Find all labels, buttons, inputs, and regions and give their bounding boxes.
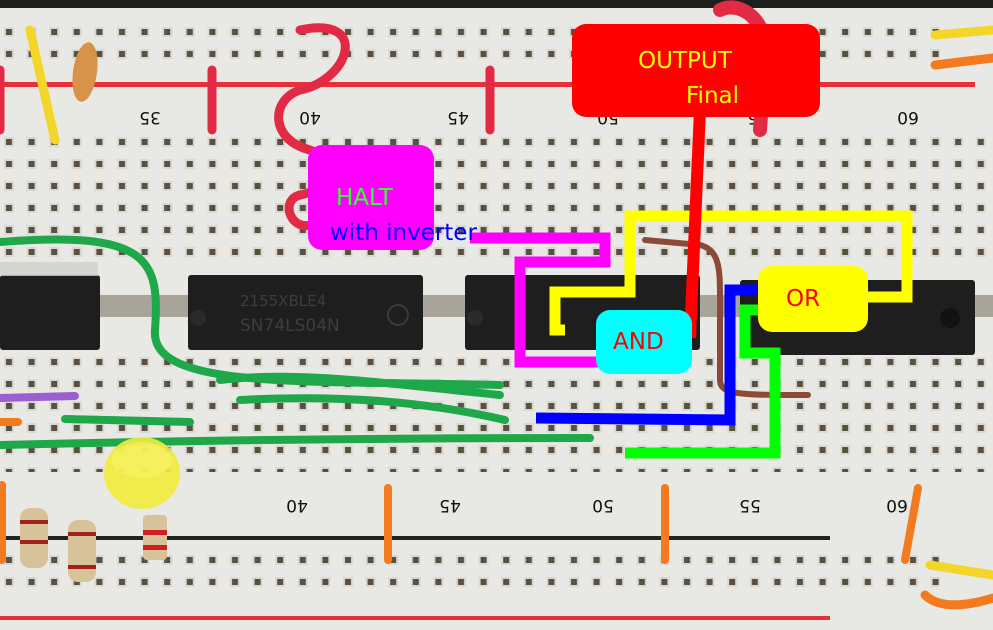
column-number-top: 45 (447, 107, 469, 127)
trace-yellow (549, 210, 913, 336)
resistors (20, 508, 167, 582)
column-number-bottom: 40 (286, 495, 308, 515)
wire-orange-top-right (930, 53, 993, 70)
annotation-traces (470, 109, 913, 459)
output-annotation: OUTPUT Final (572, 24, 820, 117)
column-number-top: 35 (139, 107, 161, 127)
chip-left (0, 262, 100, 350)
trace-magenta (470, 232, 611, 368)
and-label: AND (613, 329, 664, 355)
bottom-rail-holes (0, 548, 940, 596)
physical-wires (0, 0, 993, 610)
or-annotation: OR (758, 266, 868, 332)
column-number-bottom: 45 (439, 495, 461, 515)
bottom-rail-black-line (0, 536, 830, 540)
wire-purple (0, 392, 79, 402)
column-number-bottom: 55 (739, 495, 761, 515)
bottom-column-numbers: 40 45 50 55 60 (286, 495, 908, 515)
wire-green-3 (236, 394, 509, 424)
board-top-edge (0, 0, 993, 8)
wire-brown (642, 237, 811, 398)
output-label-line2: Final (686, 83, 740, 109)
halt-annotation: HALT with inverter (308, 145, 477, 250)
trace-blue (535, 284, 760, 426)
wire-green-5 (0, 434, 594, 449)
wire-yellow-top-right (930, 25, 993, 40)
wire-green-2 (216, 372, 504, 399)
halt-label-line1: HALT (336, 185, 393, 211)
capacitor (72, 42, 98, 102)
column-number-bottom: 50 (592, 495, 614, 515)
wire-orange-60 (901, 484, 922, 564)
wire-red-s-curve (274, 23, 350, 230)
column-number-bottom: 60 (886, 495, 908, 515)
led-yellow (104, 437, 180, 509)
wire-yellow-top-left (25, 25, 60, 145)
and-annotation: AND (596, 310, 692, 374)
wire-green-4 (61, 415, 194, 426)
chip-inverter-part: SN74LS04N (240, 316, 340, 336)
halt-label-line2: with inverter (330, 220, 477, 246)
top-strip-holes (0, 134, 993, 264)
column-number-top: 60 (897, 107, 919, 127)
wire-orange-bottom-right (920, 590, 993, 610)
trace-green (625, 304, 781, 459)
trace-red (684, 109, 706, 339)
output-label-line1: OUTPUT (638, 48, 732, 74)
bottom-rail-red-line (0, 616, 830, 620)
wire-yellow-bottom-right (925, 560, 993, 580)
chip-inverter-code: 2155XBLE4 (240, 292, 326, 310)
column-number-top: 40 (299, 107, 321, 127)
or-label: OR (786, 286, 821, 312)
chip-inverter: 2155XBLE4 SN74LS04N (188, 275, 423, 350)
